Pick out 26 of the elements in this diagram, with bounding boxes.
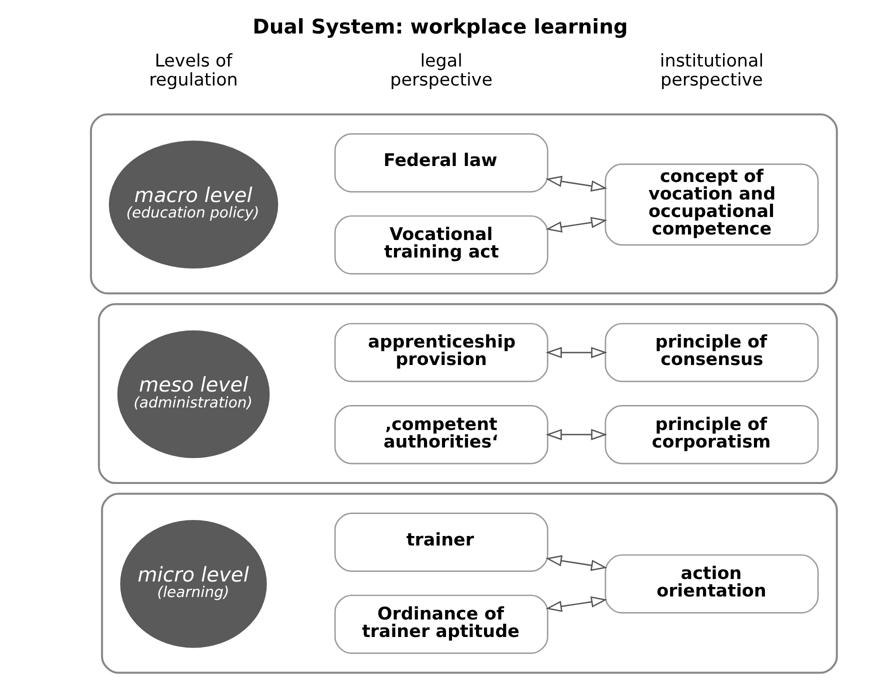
- arrow: [545, 596, 607, 612]
- node-box: action orientation: [604, 554, 818, 614]
- cluster: [100, 492, 838, 674]
- label: legal perspective: [390, 52, 492, 90]
- arrow: [545, 216, 607, 233]
- node-box: Vocational training act: [334, 215, 548, 274]
- label: institutional perspective: [659, 52, 764, 90]
- node-box: Federal law: [334, 133, 548, 192]
- node-box: principle of corporatism: [604, 405, 818, 464]
- diagram-title: Dual System: workplace learning: [252, 14, 628, 39]
- node-box: ‚competent authorities‘: [334, 405, 548, 464]
- node-box: concept of vocation and occupational competence: [604, 164, 818, 246]
- cluster: [97, 303, 838, 484]
- arrow: [545, 428, 607, 440]
- node-box: principle of consensus: [604, 322, 818, 382]
- node-ellipse: micro level (learning): [120, 520, 266, 648]
- cluster: [89, 113, 838, 294]
- arrow: [545, 346, 607, 358]
- node-box: apprenticeship provision: [334, 322, 548, 382]
- arrow: [545, 176, 607, 192]
- node-box: trainer: [334, 512, 548, 572]
- node-ellipse: meso level (administration): [116, 330, 270, 458]
- node-ellipse: macro level (education policy): [108, 140, 278, 268]
- arrow: [545, 555, 607, 571]
- node-box: Ordinance of trainer aptitude: [334, 594, 548, 654]
- label: Levels of regulation: [148, 52, 238, 90]
